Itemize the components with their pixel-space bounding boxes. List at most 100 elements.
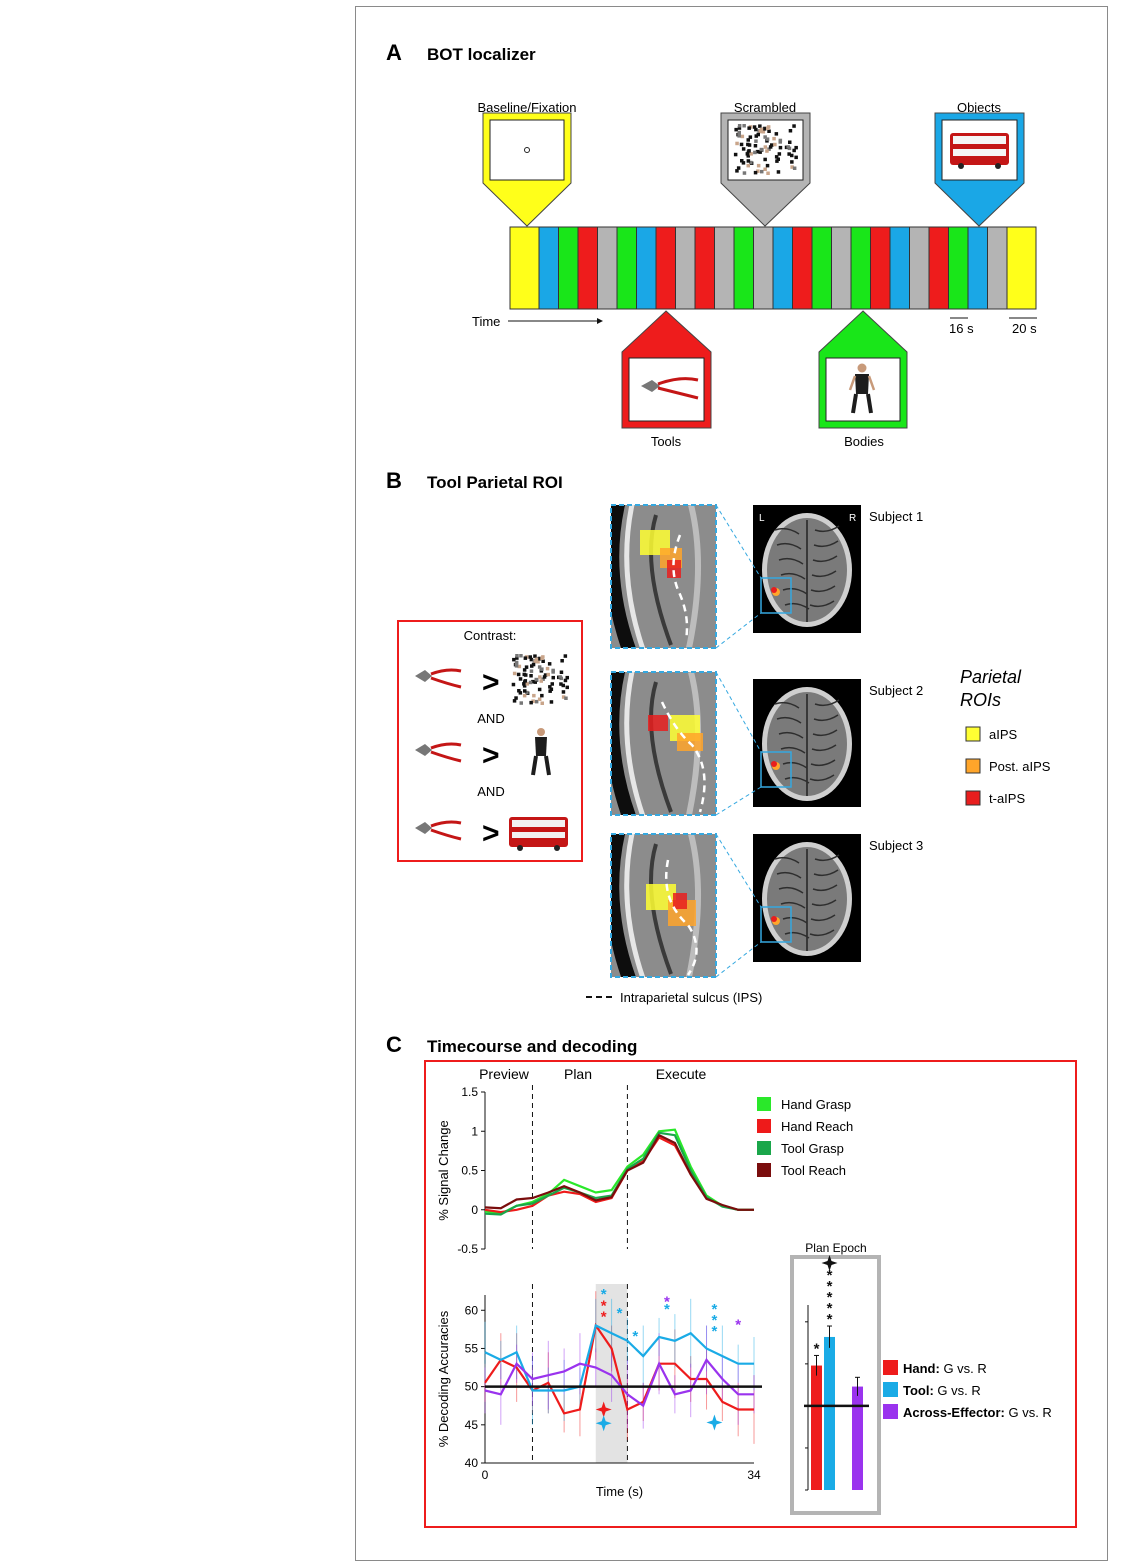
scramble-patch — [528, 680, 533, 685]
scramble-patch — [741, 147, 746, 151]
legend-swatch — [757, 1141, 771, 1155]
scramble-patch — [565, 685, 569, 690]
scramble-patch — [756, 163, 761, 168]
roi-legend-swatch — [965, 790, 981, 806]
scramble-patch — [529, 657, 534, 662]
block-blue — [889, 226, 910, 310]
scramble-patch — [551, 675, 555, 680]
scramble-patch — [735, 169, 739, 173]
ips-line — [672, 534, 689, 641]
scramble-patch — [774, 155, 779, 159]
bar-star: * — [814, 1340, 820, 1357]
scramble-patch — [740, 159, 744, 163]
scramble-patch — [778, 138, 783, 143]
block-gray — [753, 226, 774, 310]
gt-sign-3: > — [482, 817, 500, 850]
block-sequence — [509, 226, 1037, 310]
gyrus — [776, 716, 802, 724]
scale-20s-label: 20 s — [1012, 321, 1037, 336]
scramble-patch — [777, 152, 782, 156]
scramble-patch — [540, 656, 544, 660]
skull-edge — [611, 834, 636, 977]
scramble-patch — [539, 679, 543, 683]
scramble-patch — [531, 699, 535, 703]
scramble-patch — [767, 147, 771, 151]
scramble-patch — [787, 152, 791, 156]
significance-cross — [595, 1415, 612, 1432]
x-tick-label: 34 — [747, 1468, 761, 1482]
block-red — [577, 226, 598, 310]
bus-icon — [509, 817, 568, 851]
scramble-patch — [734, 127, 738, 132]
scramble-patch — [778, 145, 783, 150]
y-tick-label: 55 — [465, 1341, 479, 1355]
scramble-patch — [543, 673, 548, 677]
scramble-patch — [525, 690, 529, 695]
scramble-patch — [518, 691, 523, 695]
scramble-patch — [794, 155, 798, 160]
scramble-patch — [770, 143, 774, 147]
panel-a-title: BOT localizer — [427, 45, 536, 64]
block-green — [616, 226, 637, 310]
scalp-edge — [624, 834, 646, 977]
scramble-patch — [763, 157, 767, 162]
scramble-patch — [541, 677, 545, 681]
scramble-patch — [761, 130, 766, 134]
scramble-patch — [736, 166, 741, 170]
scramble-patch — [532, 693, 536, 698]
scramble-patch — [765, 163, 770, 168]
gyrus — [811, 744, 837, 752]
gyrus — [813, 869, 839, 877]
bar-2 — [824, 1336, 835, 1490]
gyrus — [813, 540, 839, 548]
scramble-patch — [559, 670, 564, 674]
scramble-patch — [548, 689, 552, 693]
scramble-patch — [790, 165, 794, 169]
scramble-patch — [792, 124, 796, 128]
scramble-patch — [748, 135, 753, 139]
scramble-patch — [548, 685, 552, 689]
block-red — [870, 226, 891, 310]
contrast-row-1: > — [415, 654, 569, 705]
pliers-icon — [415, 668, 462, 689]
scale-16s-label: 16 s — [949, 321, 974, 336]
block-gray — [909, 226, 930, 310]
gyrus — [812, 729, 838, 737]
sulcus — [649, 514, 673, 646]
legend-swatch — [757, 1163, 771, 1177]
gyrus — [780, 901, 806, 909]
scramble-patch — [737, 124, 742, 128]
block-blue — [772, 226, 793, 310]
significance-cross — [595, 1401, 612, 1418]
and-1: AND — [477, 711, 504, 726]
gyrus — [780, 572, 806, 580]
time-label: Time — [472, 314, 500, 329]
scramble-patch — [740, 134, 745, 139]
roi-legend-title-1: Parietal — [960, 667, 1022, 687]
scramble-patch — [549, 687, 554, 691]
series-line-tool-reach — [484, 1133, 754, 1211]
significance-star: * — [664, 1301, 670, 1318]
scramble-patch — [754, 127, 758, 132]
roi-dot — [771, 916, 777, 922]
legend-label: Tool Reach — [781, 1163, 846, 1178]
y-axis-label: % Signal Change — [436, 1120, 451, 1220]
scramble-patch — [549, 700, 554, 704]
scramble-patch — [758, 129, 763, 134]
scramble-patch — [537, 697, 542, 701]
brain-left-label: L — [759, 513, 765, 524]
scramble-patch — [537, 687, 542, 692]
panel-b-letter: B — [386, 468, 402, 493]
scramble-patch — [758, 124, 762, 128]
white-matter — [686, 505, 702, 648]
plan-window-shade — [595, 1284, 628, 1463]
zoom-connector — [715, 671, 762, 753]
scramble-patch — [792, 166, 797, 170]
scramble-patch — [772, 136, 776, 141]
scramble-patch — [546, 672, 550, 677]
scramble-patch — [522, 682, 526, 686]
scramble-patch — [747, 149, 751, 153]
